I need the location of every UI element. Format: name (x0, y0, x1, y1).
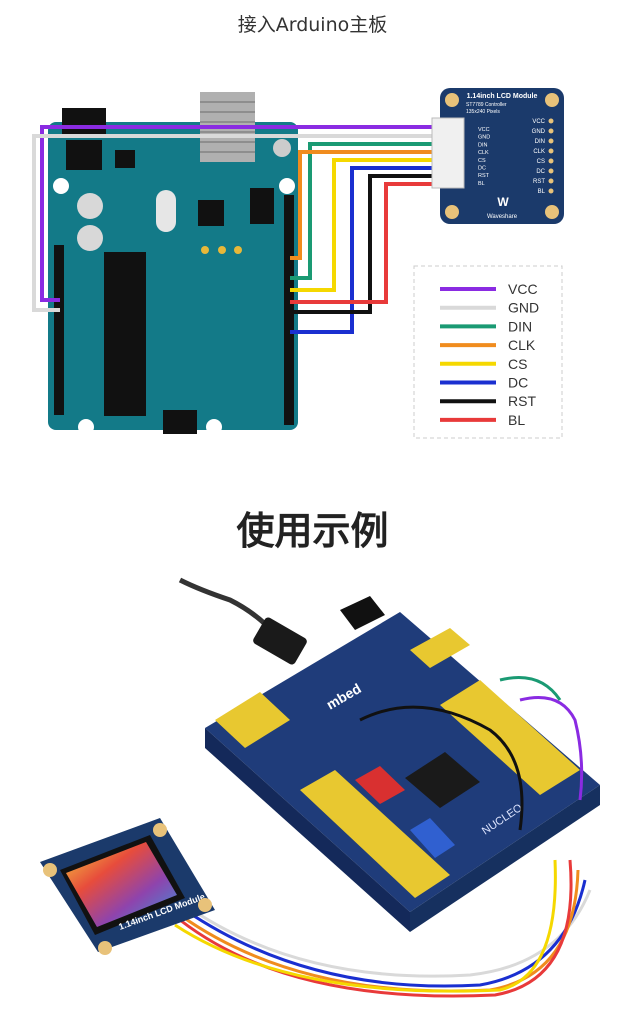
legend-label-gnd: GND (508, 300, 539, 316)
wire-gnd (32, 134, 432, 312)
legend-label-bl: BL (508, 412, 525, 428)
lcd-pin-right-dc: DC (536, 169, 545, 175)
lcd-pin-right-din: DIN (535, 139, 545, 145)
lcd-pin-left-cs: CS (478, 158, 486, 164)
lcd-pin-pad (548, 138, 554, 144)
lcd-pin-left-vcc: VCC (478, 127, 490, 133)
lcd-pin-pad (548, 168, 554, 174)
lcd-pixels: 135x240 Pixels (466, 109, 500, 115)
wires (32, 125, 432, 334)
legend-label-din: DIN (508, 318, 532, 334)
legend-label-rst: RST (508, 393, 536, 409)
lcd-pin-right-clk: CLK (533, 149, 545, 155)
lcd-controller: ST7789 Controller (466, 102, 507, 108)
lcd-pin-right-vcc: VCC (532, 119, 545, 125)
wire-clk (290, 150, 432, 260)
diagram-caption: 接入Arduino主板 (237, 14, 388, 36)
wire-bl (290, 182, 432, 304)
wire-din (290, 142, 432, 280)
lcd-pin-right-gnd: GND (532, 129, 546, 135)
lcd-pin-pad (548, 128, 554, 134)
usage-photo: mbed NUCLEO 1.14inch LCD Module (40, 577, 600, 998)
lcd-pin-right-cs: CS (537, 159, 545, 165)
waveshare-logo-icon: W (497, 195, 509, 209)
wire-vcc (40, 125, 432, 302)
usage-heading: 使用示例 (236, 509, 389, 553)
arduino-board (48, 92, 298, 435)
lcd-pin-left-rst: RST (478, 173, 490, 179)
lcd-pin-pad (548, 188, 554, 194)
wire-dc (290, 166, 432, 334)
lcd-pin-pad (548, 148, 554, 154)
lcd-brand: Waveshare (487, 214, 518, 220)
lcd-pin-left-clk: CLK (478, 150, 489, 156)
lcd-pin-left-gnd: GND (478, 135, 490, 141)
lcd-pin-pad (548, 178, 554, 184)
legend-label-cs: CS (508, 356, 527, 372)
legend-label-vcc: VCC (508, 281, 538, 297)
wire-cs (290, 158, 432, 292)
feather-screen-image (66, 842, 177, 927)
lcd-module: 1.14inch LCD Module ST7789 Controller 13… (431, 88, 564, 224)
lcd-pin-left-bl: BL (478, 181, 485, 187)
wire-rst (290, 174, 432, 314)
legend-label-dc: DC (508, 375, 528, 391)
nucleo-board (205, 612, 600, 912)
wire-legend: VCC GND DIN CLK CS DC RST BL (413, 265, 563, 439)
lcd-pin-right-rst: RST (533, 179, 545, 185)
lcd-right-pins: VCC GND DIN CLK CS DC RST BL (532, 118, 554, 195)
lcd-title: 1.14inch LCD Module (467, 93, 538, 100)
lcd-pin-left-dc: DC (478, 166, 486, 172)
lcd-pin-pad (548, 118, 554, 124)
lcd-pin-right-bl: BL (538, 189, 546, 195)
legend-label-clk: CLK (508, 337, 536, 353)
lcd-pin-left-din: DIN (478, 142, 488, 148)
lcd-pin-pad (548, 158, 554, 164)
